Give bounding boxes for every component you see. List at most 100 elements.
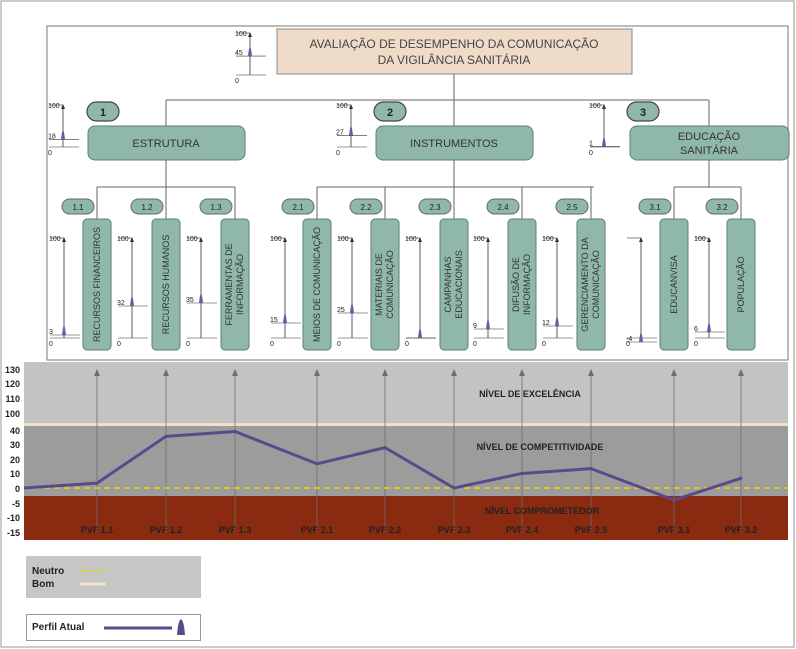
item-3-2-box — [726, 218, 756, 351]
item-1-3-gauge-arrow — [199, 237, 203, 242]
x-tick-label-10: PVF 3.2 — [725, 525, 758, 535]
item-1-2-label: RECURSOS HUMANOS — [161, 235, 171, 335]
item-2-1-label: MEIOS DE COMUNICAÇÃO — [312, 227, 322, 342]
item-1-2-gauge-peak-marker — [130, 296, 134, 306]
item-2-5-gauge-min-label: 0 — [542, 341, 546, 348]
item-1-2-gauge-min-label: 0 — [117, 341, 121, 348]
band-excelencia — [24, 362, 788, 423]
item-2-3-gauge-peak-marker — [418, 328, 422, 338]
item-2-1-badge — [281, 198, 315, 215]
group-1-gauge-arrow — [61, 104, 65, 109]
group-2-label: INSTRUMENTOS — [410, 138, 498, 150]
legend-reference-box — [26, 556, 201, 598]
y-tick-label: -15 — [7, 528, 20, 538]
item-3-1-box — [659, 218, 689, 351]
item-2-4-gauge-max-label: 100 — [473, 236, 485, 243]
data-point-pvf-3-1 — [672, 498, 676, 502]
item-2-3-badge — [418, 198, 452, 215]
item-2-3-gauge-max-label: 100 — [405, 236, 417, 243]
data-point-pvf-2-1 — [315, 462, 319, 466]
item-1-3-box — [220, 218, 250, 351]
pvf-arrowhead-10 — [738, 369, 744, 376]
group-1-gauge-min-label: 0 — [48, 150, 52, 157]
item-1-3-badge-label: 1.3 — [210, 203, 222, 212]
group-3-gauge-value-label: 1 — [589, 141, 593, 148]
pvf-arrowhead-5 — [382, 369, 388, 376]
item-2-3-label-line-2: EDUCACIONAIS — [454, 250, 464, 319]
group-3-gauge-peak-marker — [602, 136, 606, 147]
group-3-gauge-min-label: 0 — [589, 150, 593, 157]
group-3-label-line-1: EDUCAÇÃO — [678, 130, 741, 143]
title-line-1: AVALIAÇÃO DE DESEMPENHO DA COMUNICAÇÃO — [310, 37, 599, 51]
title-gauge-peak-marker — [248, 46, 252, 57]
item-2-2-box — [370, 218, 400, 351]
item-2-5-box — [576, 218, 606, 351]
x-tick-label-4: PVF 2.1 — [301, 525, 334, 535]
data-point-pvf-1-2 — [164, 434, 168, 438]
item-2-1-box — [302, 218, 332, 351]
item-3-1-gauge-min-label: 0 — [626, 341, 630, 348]
item-2-5-label-line-1: GERENCIAMENTO DA — [580, 237, 590, 331]
y-tick-label: 30 — [10, 440, 20, 450]
item-2-5-label-line-2: COMUNICAÇÃO — [591, 250, 601, 319]
title-gauge-arrow — [248, 32, 252, 37]
item-3-1-gauge-arrow — [639, 237, 643, 242]
item-2-2-gauge-peak-marker — [350, 303, 354, 313]
item-2-5-badge-label: 2.5 — [566, 203, 578, 212]
x-tick-label-8: PVF 2.5 — [575, 525, 608, 535]
data-point-pvf-2-2 — [383, 446, 387, 450]
pvf-arrowhead-9 — [671, 369, 677, 376]
group-2-gauge-min-label: 0 — [336, 150, 340, 157]
item-3-2-badge — [705, 198, 739, 215]
item-2-1-gauge-min-label: 0 — [270, 341, 274, 348]
y-tick-label: -5 — [12, 499, 20, 509]
group-2-gauge-value-label: 27 — [336, 130, 344, 137]
item-2-5-gauge-value-label: 12 — [542, 320, 550, 327]
item-3-1-gauge-peak-marker — [639, 332, 643, 342]
item-1-3-label-line-1: FERRAMENTAS DE — [224, 243, 234, 325]
item-3-1-badge — [638, 198, 672, 215]
item-2-3-badge-label: 2.3 — [429, 203, 441, 212]
pvf-arrowhead-4 — [314, 369, 320, 376]
legend-bom-label: Bom — [32, 579, 55, 590]
item-3-2-badge-label: 3.2 — [716, 203, 728, 212]
item-2-4-label-line-2: INFORMAÇÃO — [522, 254, 532, 315]
data-point-pvf-2-4 — [520, 471, 524, 475]
item-2-2-badge-label: 2.2 — [360, 203, 372, 212]
reference-line-bom — [24, 423, 788, 426]
item-2-2-label-line-1: MATERIAIS DE — [374, 253, 384, 316]
item-2-4-badge-label: 2.4 — [497, 203, 509, 212]
item-1-1-box — [82, 218, 112, 351]
item-1-1-gauge-value-label: 3 — [49, 329, 53, 336]
group-1-gauge-max-label: 100 — [48, 103, 60, 110]
group-2-badge — [373, 101, 407, 122]
item-2-5-badge — [555, 198, 589, 215]
group-1-label: ESTRUTURA — [132, 138, 200, 150]
x-tick-label-2: PVF 1.2 — [150, 525, 183, 535]
item-1-3-gauge-peak-marker — [199, 293, 203, 303]
y-tick-label: 10 — [10, 469, 20, 479]
item-2-3-label-line-1: CAMPANHAS — [443, 256, 453, 312]
item-2-5-gauge-peak-marker — [555, 316, 559, 326]
item-2-1-gauge-value-label: 15 — [270, 317, 278, 324]
item-3-2-gauge-max-label: 100 — [694, 236, 706, 243]
pvf-arrowhead-6 — [451, 369, 457, 376]
x-tick-label-9: PVF 3.1 — [658, 525, 691, 535]
item-2-1-badge-label: 2.1 — [292, 203, 304, 212]
group-3-gauge-max-label: 100 — [589, 103, 601, 110]
title-gauge-value-label: 45 — [235, 50, 243, 57]
title-gauge-min-label: 0 — [235, 78, 239, 85]
item-2-2-label-line-2: COMUNICAÇÃO — [385, 250, 395, 319]
item-3-1-gauge-value-label: -4 — [626, 336, 632, 343]
item-2-4-gauge-arrow — [486, 237, 490, 242]
item-1-1-gauge-peak-marker — [62, 325, 66, 335]
item-1-1-gauge-arrow — [62, 237, 66, 242]
item-1-1-gauge-max-label: 100 — [49, 236, 61, 243]
group-2-gauge-arrow — [349, 104, 353, 109]
item-2-3-box — [439, 218, 469, 351]
item-2-2-gauge-arrow — [350, 237, 354, 242]
group-2-gauge-max-label: 100 — [336, 103, 348, 110]
item-2-1-gauge-arrow — [283, 237, 287, 242]
